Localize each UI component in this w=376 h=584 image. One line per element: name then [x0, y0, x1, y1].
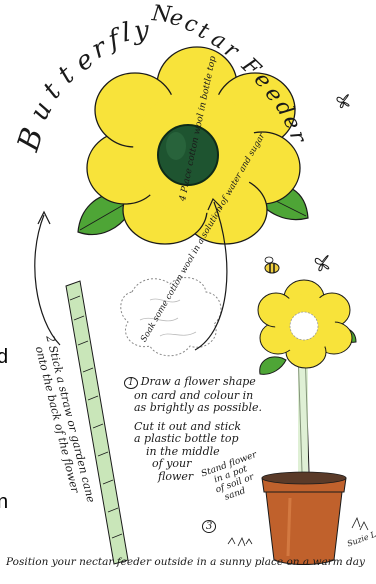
small-leaf [260, 357, 286, 374]
arrow-line [35, 215, 60, 345]
butterfly-icon [315, 256, 329, 271]
step1-line: as brightly as possible. [124, 402, 262, 415]
grass [228, 538, 252, 546]
edge-letter: d [0, 346, 8, 369]
butterfly-icon [337, 95, 349, 108]
title-letter: y [133, 16, 150, 47]
soil [262, 472, 346, 484]
footer-caption: Position your nectar feeder outside in a… [6, 556, 365, 568]
step1-line: a plastic bottle top [124, 433, 262, 446]
step2-number: 2 [43, 334, 57, 344]
edge-letter: n [0, 491, 8, 514]
arrow-head [38, 212, 50, 224]
step1-line: Draw a flower shape [141, 375, 256, 388]
small-cotton [290, 312, 318, 340]
step1-number: 1 [124, 377, 138, 389]
pot-body [266, 492, 342, 565]
grass [352, 518, 368, 530]
bee-icon [265, 257, 279, 273]
